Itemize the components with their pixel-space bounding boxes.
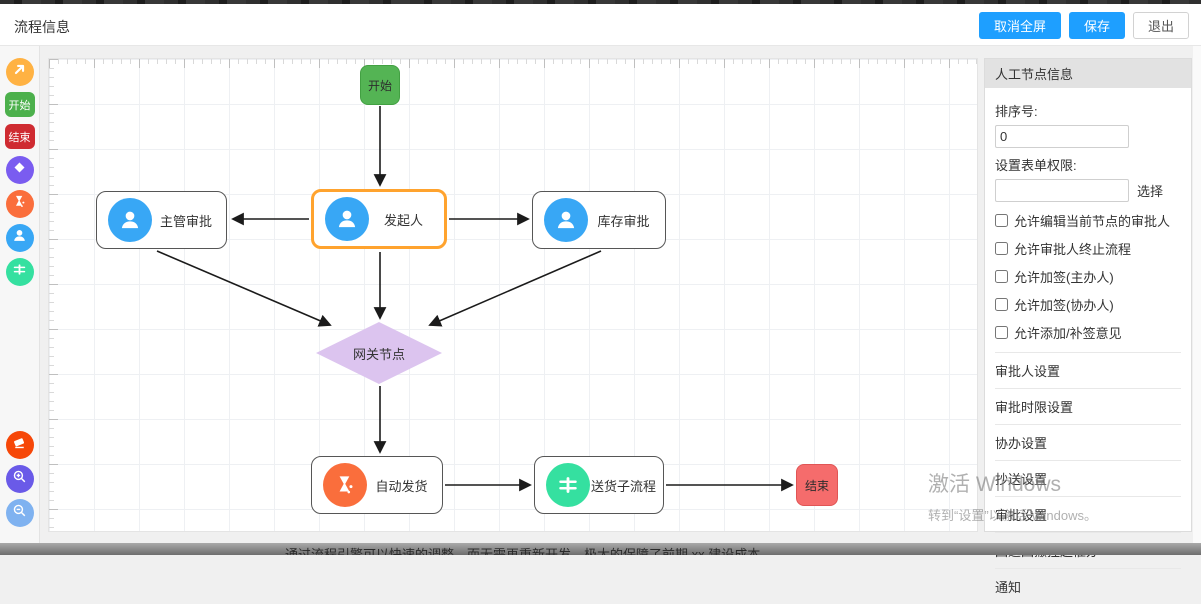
hourglass-icon [323, 463, 367, 507]
zoom-in-icon [11, 468, 28, 490]
checkbox-terminate-process[interactable]: 允许审批人终止流程 [995, 239, 1181, 258]
section-co-organizer-settings[interactable]: 协办设置 [995, 424, 1181, 460]
node-label: 发起人 [369, 210, 444, 229]
flow-canvas[interactable]: 开始 主管审批 发起人 库存审批 网关节点 自动发货 送货子流程 结 [48, 58, 978, 532]
form-permission-label: 设置表单权限: [995, 155, 1181, 174]
checkbox-edit-approver[interactable]: 允许编辑当前节点的审批人 [995, 211, 1181, 230]
section-approver-settings[interactable]: 审批人设置 [995, 352, 1181, 388]
select-button[interactable]: 选择 [1137, 181, 1163, 200]
service-task-tool-button[interactable] [6, 190, 34, 218]
checkbox-countersign-main[interactable]: 允许加签(主办人) [995, 267, 1181, 286]
zoom-out-button[interactable] [6, 499, 34, 527]
user-task-tool-button[interactable] [6, 224, 34, 252]
node-delivery-subprocess[interactable]: 送货子流程 [534, 456, 664, 514]
checkbox[interactable] [995, 242, 1008, 255]
arrow-up-right-icon [11, 61, 28, 83]
clipped-footer-text: 通过流程引擎可以快速的调整，而无需再重新开发，极大的保障了前期 xx 建设成本 [285, 544, 760, 555]
section-approval-settings[interactable]: 审批设置 [995, 496, 1181, 532]
shape-toolbar: 开始 结束 [0, 46, 40, 543]
form-permission-input[interactable] [995, 179, 1129, 202]
section-cc-settings[interactable]: 抄送设置 [995, 460, 1181, 496]
node-auto-ship[interactable]: 自动发货 [311, 456, 443, 514]
exit-button[interactable]: 退出 [1133, 12, 1189, 39]
node-gateway[interactable]: 网关节点 [316, 322, 442, 384]
eraser-icon [11, 434, 28, 456]
header-buttons: 取消全屏 保存 退出 [979, 12, 1189, 39]
checkbox[interactable] [995, 298, 1008, 311]
node-label: 主管审批 [152, 211, 226, 230]
panel-title: 人工节点信息 [985, 59, 1191, 88]
cancel-fullscreen-button[interactable]: 取消全屏 [979, 12, 1061, 39]
node-label: 库存审批 [588, 211, 665, 230]
person-icon [108, 198, 152, 242]
node-label: 网关节点 [353, 344, 405, 363]
checkbox-countersign-co[interactable]: 允许加签(协办人) [995, 295, 1181, 314]
sliders-icon [546, 463, 590, 507]
checkbox[interactable] [995, 214, 1008, 227]
page-title: 流程信息 [14, 17, 70, 37]
checkbox-add-opinion[interactable]: 允许添加/补签意见 [995, 323, 1181, 342]
node-label: 送货子流程 [590, 476, 663, 495]
sort-number-label: 排序号: [995, 101, 1181, 120]
zoom-in-button[interactable] [6, 465, 34, 493]
connector-tool-button[interactable] [6, 58, 34, 86]
save-button[interactable]: 保存 [1069, 12, 1125, 39]
flow-edges [49, 59, 979, 533]
sort-number-input[interactable] [995, 125, 1129, 148]
right-gutter [1193, 46, 1201, 543]
node-initiator[interactable]: 发起人 [311, 189, 447, 249]
person-icon [544, 198, 588, 242]
subprocess-tool-button[interactable] [6, 258, 34, 286]
sliders-icon [11, 261, 28, 283]
node-end[interactable]: 结束 [796, 464, 838, 506]
checkbox[interactable] [995, 270, 1008, 283]
node-inventory-approval[interactable]: 库存审批 [532, 191, 666, 249]
hourglass-icon [11, 193, 28, 215]
gateway-diamond: 网关节点 [316, 322, 442, 384]
node-label: 自动发货 [367, 476, 442, 495]
gateway-tool-button[interactable] [6, 156, 34, 184]
person-icon [11, 227, 28, 249]
section-notification[interactable]: 通知 [995, 568, 1181, 604]
clipped-bottom-bar: 通过流程引擎可以快速的调整，而无需再重新开发，极大的保障了前期 xx 建设成本 [0, 543, 1201, 555]
diamond-icon [11, 159, 28, 181]
header-bar: 流程信息 取消全屏 保存 退出 [0, 4, 1201, 46]
start-node-tool[interactable]: 开始 [5, 92, 35, 117]
eraser-button[interactable] [6, 431, 34, 459]
end-node-tool[interactable]: 结束 [5, 124, 35, 149]
node-supervisor-approval[interactable]: 主管审批 [96, 191, 227, 249]
checkbox[interactable] [995, 326, 1008, 339]
node-properties-panel: 人工节点信息 排序号: 设置表单权限: 选择 允许编辑当前节点的审批人 允许审批… [984, 58, 1192, 532]
person-icon [325, 197, 369, 241]
node-start[interactable]: 开始 [360, 65, 400, 105]
zoom-out-icon [11, 502, 28, 524]
section-time-limit-settings[interactable]: 审批时限设置 [995, 388, 1181, 424]
